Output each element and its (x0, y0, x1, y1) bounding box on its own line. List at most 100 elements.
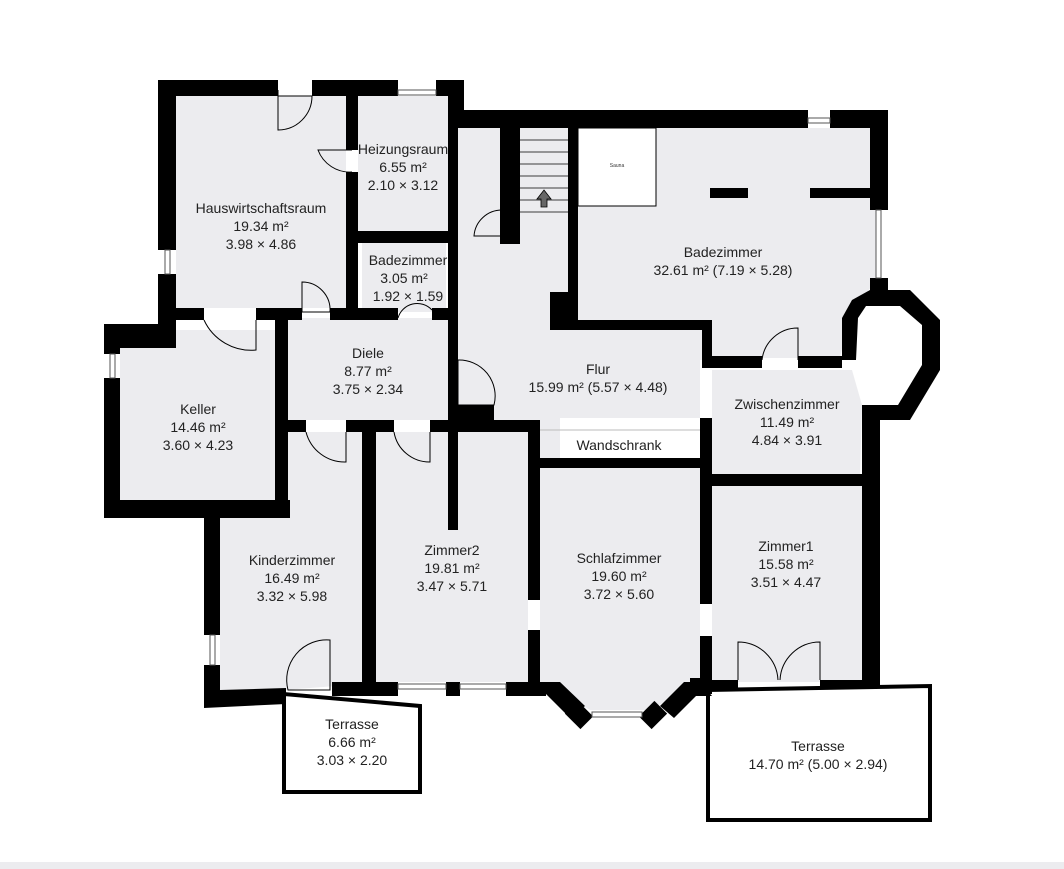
wall (458, 110, 808, 128)
wall (104, 324, 120, 354)
wall (550, 320, 712, 330)
wall (820, 680, 880, 688)
wall (506, 682, 546, 696)
room-area-diele: 8.77 m² (344, 363, 392, 379)
terrace-right-outline (706, 683, 932, 822)
wall (528, 420, 540, 600)
room-floor-flur (458, 128, 710, 458)
room-dims-kinderzimmer: 3.32 × 5.98 (257, 588, 328, 604)
wall (358, 80, 398, 96)
wall (158, 80, 176, 250)
room-name-keller: Keller (180, 401, 216, 417)
wall (540, 458, 710, 468)
room-dims-badezimmer-small: 1.92 × 1.59 (373, 288, 444, 304)
door (397, 303, 433, 319)
window (397, 683, 447, 690)
room-area-flur: 15.99 m² (5.57 × 4.48) (529, 379, 668, 395)
room-area-kinderzimmer: 16.49 m² (264, 570, 320, 586)
room-name-heizungsraum: Heizungsraum (358, 141, 448, 157)
wall (862, 405, 880, 685)
room-dims-schlafzimmer: 3.72 × 5.60 (584, 586, 655, 602)
wall (330, 308, 398, 320)
room-name-badezimmer-large: Badezimmer (684, 244, 763, 260)
room-name-hauswirtschaftsraum: Hauswirtschaftsraum (196, 200, 327, 216)
room-name-terrasse-right: Terrasse (791, 738, 845, 754)
room-floor-kinderzimmer (220, 432, 362, 692)
door (761, 327, 799, 361)
wall (104, 500, 290, 518)
room-area-zimmer1: 15.58 m² (758, 556, 814, 572)
room-area-badezimmer-large: 32.61 m² (7.19 × 5.28) (654, 262, 793, 278)
door (393, 431, 431, 463)
room-area-keller: 14.46 m² (170, 419, 226, 435)
windows (109, 89, 882, 718)
wall (458, 405, 494, 420)
wall (256, 308, 302, 320)
wall (446, 682, 460, 696)
room-floor-stairs (520, 128, 568, 243)
door (286, 639, 331, 691)
sauna-fixture (577, 127, 657, 207)
wall (104, 378, 120, 518)
room-area-badezimmer-small: 3.05 m² (380, 270, 428, 286)
door (301, 281, 331, 313)
window (397, 89, 437, 96)
window (109, 353, 116, 379)
door (473, 209, 503, 237)
room-name-zwischenzimmer: Zwischenzimmer (734, 396, 839, 412)
room-area-zwischenzimmer: 11.49 m² (760, 414, 815, 430)
wall (204, 505, 220, 635)
room-floor-schlafzimmer (540, 468, 700, 710)
room-name-schlafzimmer: Schlafzimmer (577, 550, 662, 566)
room-floor-diele (288, 318, 448, 420)
wall (158, 80, 278, 96)
wall (158, 274, 176, 324)
room-name-kinderzimmer: Kinderzimmer (249, 552, 336, 568)
wall (568, 128, 578, 328)
room-dims-zimmer2: 3.47 × 5.71 (417, 578, 488, 594)
wall (700, 486, 712, 604)
room-dims-diele: 3.75 × 2.34 (333, 381, 404, 397)
room-floor-badezimmer-small (362, 243, 446, 312)
wall (810, 188, 878, 198)
door (305, 431, 347, 463)
wall (870, 110, 888, 210)
doors (203, 90, 821, 691)
room-name-zimmer1: Zimmer1 (758, 538, 813, 554)
wall (346, 172, 358, 308)
wall (284, 420, 306, 432)
wall (362, 420, 376, 690)
wall (638, 700, 668, 730)
window (164, 249, 171, 275)
wall (798, 356, 842, 368)
wall (332, 682, 398, 696)
room-area-heizungsraum: 6.55 m² (379, 159, 427, 175)
wall (432, 308, 458, 320)
window (209, 634, 216, 666)
wall (528, 630, 540, 682)
door (203, 319, 257, 351)
wall (358, 231, 458, 243)
room-dims-keller: 3.60 × 4.23 (163, 437, 234, 453)
room-floor-keller (120, 330, 275, 500)
walls (104, 80, 940, 730)
stairs-up-arrow-icon (536, 189, 552, 208)
room-area-hauswirtschaftsraum: 19.34 m² (233, 218, 289, 234)
wall (500, 128, 520, 244)
wall (176, 308, 204, 320)
wall (700, 636, 712, 682)
room-name-zimmer2: Zimmer2 (424, 542, 479, 558)
wall (712, 680, 738, 688)
room-dims-hauswirtschaftsraum: 3.98 × 4.86 (226, 236, 297, 252)
wall (842, 290, 940, 420)
room-area-zimmer2: 19.81 m² (424, 560, 480, 576)
window (591, 711, 643, 718)
footer-bar (0, 862, 1064, 869)
room-floor-heizungsraum (358, 96, 448, 231)
wall (430, 420, 540, 432)
room-floor-zwischenzimmer (712, 370, 862, 475)
room-dims-zwischenzimmer: 4.84 × 3.91 (752, 432, 823, 448)
wall (700, 474, 880, 486)
room-area-terrasse-left: 6.66 m² (328, 734, 376, 750)
door (737, 641, 779, 681)
